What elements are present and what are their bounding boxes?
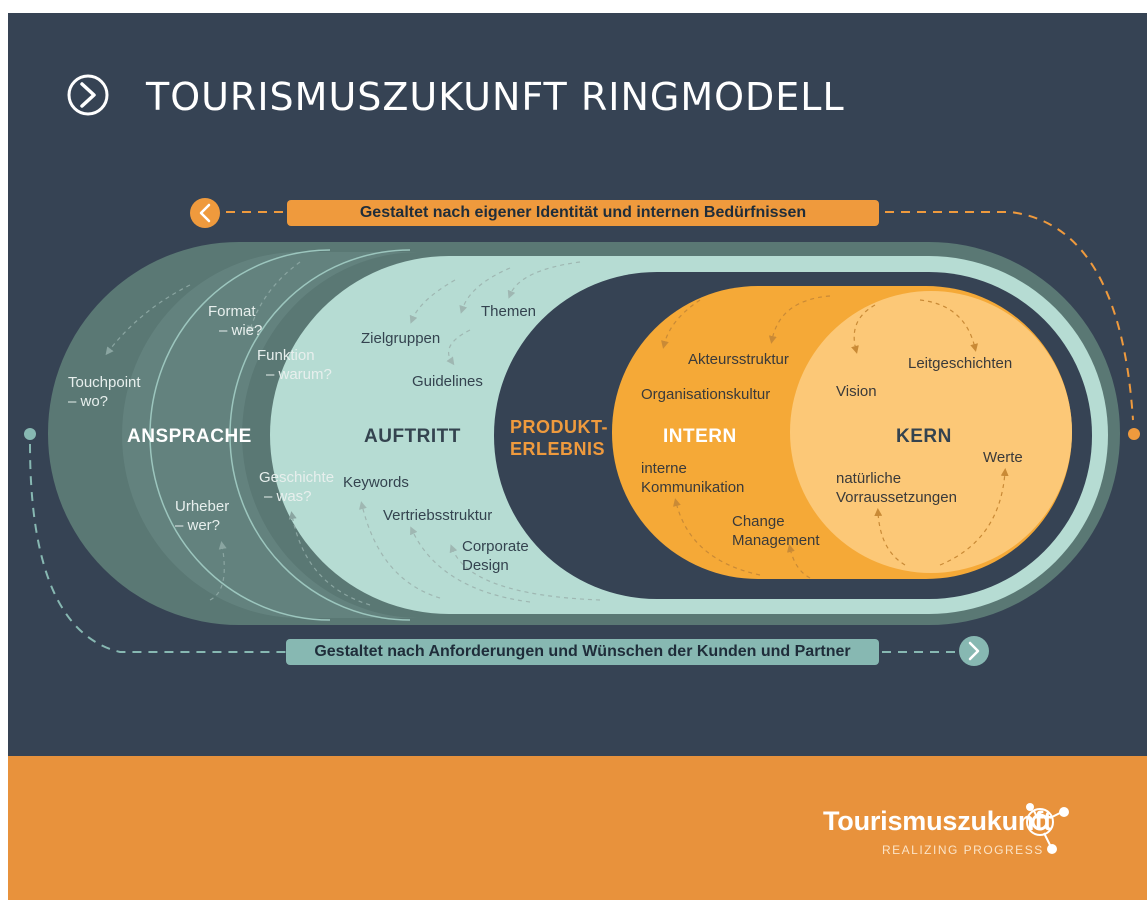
label-themen: Themen: [481, 303, 537, 320]
core-flow-arrows: [661, 295, 1009, 579]
label-leitgeschichten: Leitgeschichten: [908, 355, 1013, 372]
chevron-right-circle-icon: [67, 74, 109, 116]
top-banner: Gestaltet nach eigener Identität und int…: [359, 204, 807, 221]
label-urheber: Urheber – wer?: [175, 498, 230, 534]
ansprache-flow-arrows: [105, 261, 371, 606]
ring-title-intern: INTERN: [663, 426, 737, 447]
bottom-banner: Gestaltet nach Anforderungen und Wünsche…: [314, 643, 851, 660]
label-natuerliche-vorraussetzungen: natürliche Vorraussetzungen: [836, 470, 957, 506]
chevron-right-small-circle-icon: [959, 636, 989, 666]
label-organisationskultur: Organisationskultur: [641, 386, 771, 403]
top-dash-right: [885, 211, 1134, 421]
ring-title-kern: KERN: [896, 426, 952, 447]
footer-band: [8, 756, 1147, 900]
label-geschichte: Geschichte – was?: [259, 469, 335, 505]
top-banner-bg: [287, 200, 879, 226]
kern-circle: [790, 291, 1072, 573]
label-werte: Werte: [983, 449, 1023, 466]
chevron-left-circle-icon: [190, 198, 220, 228]
bottom-endpoint-dot: [24, 428, 36, 440]
label-touchpoint: Touchpoint – wo?: [68, 374, 141, 410]
bottom-dash-left: [29, 443, 290, 653]
bottom-banner-bg: [286, 639, 879, 665]
label-keywords: Keywords: [343, 474, 409, 491]
ansprache-arc-2: [229, 249, 411, 621]
label-corporate-design: Corporate Design: [462, 538, 529, 574]
page-title: TOURISMUSZUKUNFT RINGMODELL: [146, 75, 845, 119]
label-interne-kommunikation: interne Kommunikation: [641, 460, 745, 496]
label-change-management: Change Management: [732, 513, 820, 549]
ansprache-arc-1: [149, 249, 331, 621]
label-vertriebsstruktur: Vertriebsstruktur: [383, 507, 493, 524]
ansprache-mid-band: [122, 252, 420, 618]
top-endpoint-dot: [1128, 428, 1140, 440]
logo-tagline: REALIZING PROGRESS: [882, 843, 1044, 857]
label-vision: Vision: [836, 383, 877, 400]
ring-title-produkterlebnis: PRODUKT- ERLEBNIS: [510, 417, 608, 459]
auftritt-flow-arrows: [359, 261, 601, 603]
label-akteursstruktur: Akteursstruktur: [688, 351, 789, 368]
logo-name: Tourismuszukunft: [823, 806, 1052, 836]
label-format: Format – wie?: [208, 303, 263, 339]
label-funktion: Funktion – warum?: [257, 347, 332, 383]
ring-title-auftritt: AUFTRITT: [364, 426, 461, 447]
label-guidelines: Guidelines: [412, 373, 483, 390]
network-node-icon: [1026, 803, 1069, 854]
label-zielgruppen: Zielgruppen: [361, 330, 441, 347]
ring-title-ansprache: ANSPRACHE: [127, 426, 252, 447]
